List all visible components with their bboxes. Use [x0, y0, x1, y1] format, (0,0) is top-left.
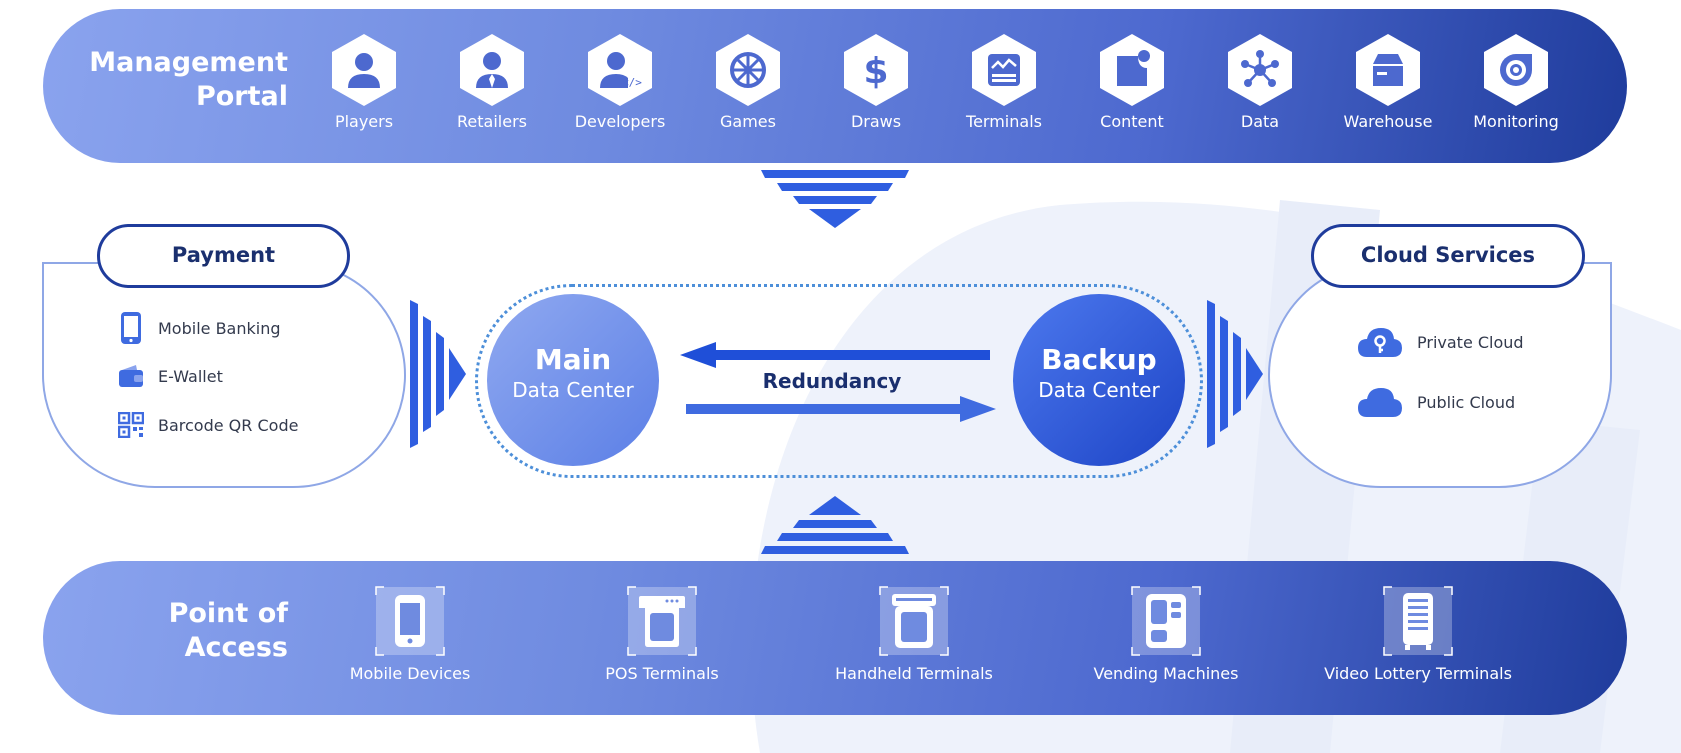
access-item-vending-machines[interactable]: Vending Machines	[1061, 586, 1271, 683]
portal-item-draws[interactable]: $ Draws	[821, 34, 931, 131]
wallet-icon	[119, 365, 143, 387]
pos-terminal-icon	[627, 586, 697, 656]
right-arrow-stack-left-icon	[410, 300, 466, 448]
terminal-icon	[972, 34, 1036, 106]
cloud-services-title: Cloud Services	[1311, 224, 1585, 288]
access-item-handheld-terminals[interactable]: Handheld Terminals	[809, 586, 1019, 683]
payment-item-mobile-banking[interactable]: Mobile Banking	[118, 311, 281, 345]
box-icon	[1356, 34, 1420, 106]
cloud-item-public-cloud[interactable]: Public Cloud	[1357, 385, 1515, 419]
portal-item-data[interactable]: Data	[1205, 34, 1315, 131]
point-of-access-title: Point of Access	[168, 598, 288, 663]
cloud-services-panel	[1268, 262, 1612, 488]
portal-item-games[interactable]: Games	[693, 34, 803, 131]
phone-icon	[121, 312, 141, 344]
portal-item-developers[interactable]: </> Developers	[565, 34, 675, 131]
point-of-access-band: Point of Access Mobile Devices	[43, 561, 1627, 715]
user-icon	[332, 34, 396, 106]
up-arrow-stack-icon	[761, 496, 909, 554]
portal-item-players[interactable]: Players	[309, 34, 419, 131]
management-portal-band: Management Portal Players Retailers </> …	[43, 9, 1627, 163]
private-cloud-icon	[1358, 328, 1402, 357]
monitoring-icon	[1484, 34, 1548, 106]
svg-text:</>: </>	[622, 76, 642, 89]
mobile-device-icon	[375, 586, 445, 656]
backup-data-center[interactable]: Backup Data Center	[1013, 294, 1185, 466]
portal-item-terminals[interactable]: Terminals	[949, 34, 1059, 131]
access-item-video-lottery-terminals[interactable]: Video Lottery Terminals	[1313, 586, 1523, 683]
dollar-icon: $	[844, 34, 908, 106]
developer-icon: </>	[588, 34, 652, 106]
vending-machine-icon	[1131, 586, 1201, 656]
svg-text:$: $	[863, 51, 888, 92]
payment-item-e-wallet[interactable]: E-Wallet	[118, 363, 223, 389]
retailer-icon	[460, 34, 524, 106]
payment-title: Payment	[97, 224, 350, 288]
content-icon	[1100, 34, 1164, 106]
wheel-icon	[716, 34, 780, 106]
access-item-mobile-devices[interactable]: Mobile Devices	[305, 586, 515, 683]
network-icon	[1228, 34, 1292, 106]
left-arrow-icon	[680, 342, 990, 368]
down-arrow-stack-icon	[761, 170, 909, 228]
right-arrow-stack-right-icon	[1207, 300, 1263, 448]
payment-panel	[42, 262, 406, 488]
public-cloud-icon	[1358, 388, 1402, 417]
portal-item-monitoring[interactable]: Monitoring	[1461, 34, 1571, 131]
right-arrow-icon	[686, 396, 996, 422]
cloud-item-private-cloud[interactable]: Private Cloud	[1357, 325, 1524, 359]
redundancy-zone	[475, 284, 1203, 478]
portal-item-content[interactable]: Content	[1077, 34, 1187, 131]
video-lottery-terminal-icon	[1383, 586, 1453, 656]
qr-icon	[118, 412, 144, 438]
payment-item-barcode-qr-code[interactable]: Barcode QR Code	[118, 412, 298, 438]
main-data-center[interactable]: Main Data Center	[487, 294, 659, 466]
portal-item-retailers[interactable]: Retailers	[437, 34, 547, 131]
portal-item-warehouse[interactable]: Warehouse	[1333, 34, 1443, 131]
management-portal-title: Management Portal	[89, 47, 288, 112]
handheld-terminal-icon	[879, 586, 949, 656]
access-item-pos-terminals[interactable]: POS Terminals	[557, 586, 767, 683]
redundancy-label: Redundancy	[762, 369, 902, 393]
